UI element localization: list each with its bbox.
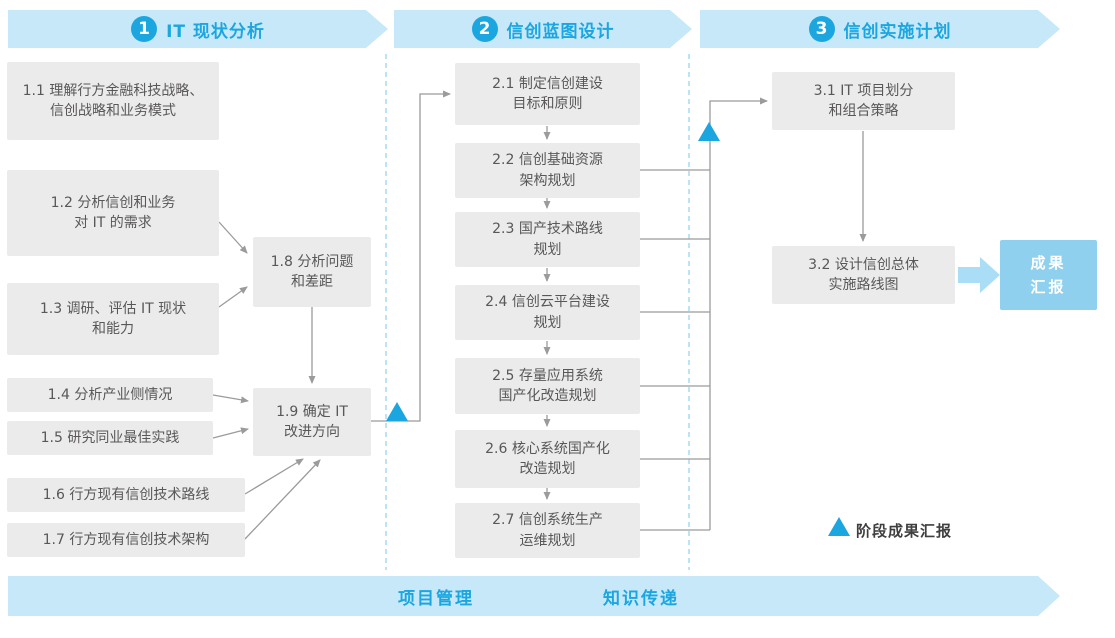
step-1-1: 1.1 理解行方金融科技战略、 信创战略和业务模式: [7, 62, 219, 140]
step-1-9: 1.9 确定 IT 改进方向: [253, 388, 371, 456]
connector-1-6-to-1-9: [244, 458, 304, 495]
phase-3-number-badge: 3: [809, 16, 835, 42]
phase-2-title: 信创蓝图设计: [506, 21, 615, 42]
step-1-7: 1.7 行方现有信创技术架构: [7, 523, 245, 557]
result-report-box: 成果 汇报: [1000, 240, 1097, 310]
legend-label: 阶段成果汇报: [856, 522, 953, 540]
step-1-2: 1.2 分析信创和业务 对 IT 的需求: [7, 170, 219, 256]
phase-2-number-badge: 2: [472, 16, 498, 42]
step-1-8: 1.8 分析问题 和差距: [253, 237, 371, 307]
step-2-7: 2.7 信创系统生产 运维规划: [455, 503, 640, 558]
result-arrow: [958, 257, 1000, 293]
bottom-banner: 项目管理 知识传递: [8, 576, 1060, 616]
step-1-5: 1.5 研究同业最佳实践: [7, 421, 213, 455]
phase-3-banner: 3 信创实施计划: [700, 10, 1060, 48]
phase-1-number-badge: 1: [131, 16, 157, 42]
step-2-2: 2.2 信创基础资源 架构规划: [455, 143, 640, 198]
connector-1-3-to-1-8: [218, 286, 248, 308]
connector-1-9-to-2-1: [371, 90, 451, 422]
connector-1-7-to-1-9: [244, 459, 321, 540]
connector-1-2-to-1-8: [218, 221, 248, 254]
connector-1-4-to-1-9: [212, 394, 249, 404]
step-2-1: 2.1 制定信创建设 目标和原则: [455, 63, 640, 125]
step-1-4: 1.4 分析产业侧情况: [7, 378, 213, 412]
step-1-6: 1.6 行方现有信创技术路线: [7, 478, 245, 512]
phase-1-title: IT 现状分析: [166, 21, 265, 42]
step-2-5: 2.5 存量应用系统 国产化改造规划: [455, 358, 640, 414]
knowledge-transfer-label: 知识传递: [603, 588, 679, 609]
connector-trunk-to-3-1: [709, 97, 768, 530]
milestone-triangle-phase-1: [386, 402, 408, 421]
milestone-triangle-phase-2: [698, 122, 720, 141]
step-2-4: 2.4 信创云平台建设 规划: [455, 285, 640, 340]
step-3-2: 3.2 设计信创总体 实施路线图: [772, 246, 955, 304]
legend-triangle-icon: [828, 517, 850, 536]
step-3-1: 3.1 IT 项目划分 和组合策略: [772, 72, 955, 130]
phase-2-banner: 2 信创蓝图设计: [394, 10, 692, 48]
phase-3-title: 信创实施计划: [843, 21, 952, 42]
step-1-3: 1.3 调研、评估 IT 现状 和能力: [7, 283, 219, 355]
project-management-label: 项目管理: [398, 588, 474, 609]
step-2-3: 2.3 国产技术路线 规划: [455, 212, 640, 267]
step-2-6: 2.6 核心系统国产化 改造规划: [455, 430, 640, 488]
connector-1-5-to-1-9: [212, 427, 249, 439]
phase-1-banner: 1 IT 现状分析: [8, 10, 388, 48]
